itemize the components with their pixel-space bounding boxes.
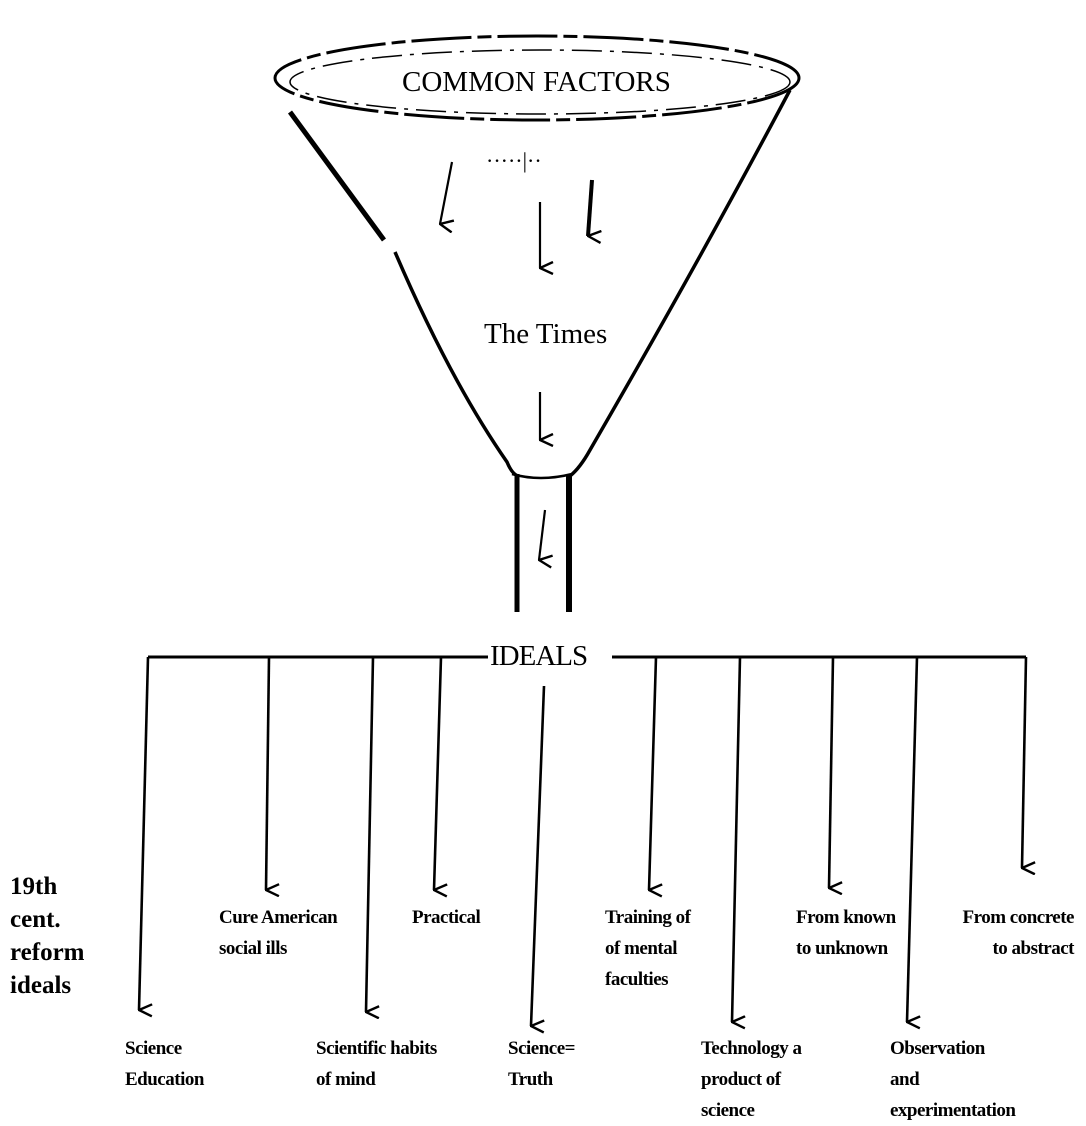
funnel-neck-curve [511, 472, 573, 480]
side-title-line: 19th [10, 873, 58, 900]
ideal-line: Scientific habits [316, 1038, 437, 1059]
common-factors-label: COMMON FACTORS [402, 66, 671, 98]
ideal-line: Science [125, 1038, 182, 1059]
ideal-line: Training of [605, 907, 691, 928]
ideal-line: product of [701, 1069, 781, 1090]
ideal-line: Technology a [701, 1038, 802, 1059]
ideal-science-education: Science Education [125, 1033, 204, 1095]
flow-arrow-5 [539, 509, 545, 560]
ideals-label: IDEALS [490, 640, 588, 672]
side-title-line: ideals [10, 972, 72, 999]
ideal-line: experimentation [890, 1100, 1016, 1121]
ideal-known-to-unknown: From known to unknown [796, 902, 896, 964]
ideal-line: Truth [508, 1069, 553, 1090]
ideal-line: Practical [412, 907, 481, 928]
ideal-science-truth: Science= Truth [508, 1033, 575, 1095]
ideal-line: science [701, 1100, 755, 1121]
arrow-science-education [137, 656, 148, 1010]
flow-arrow-1 [440, 161, 452, 224]
ideal-line: to abstract [992, 938, 1074, 959]
arrow-concrete-abstract [1020, 656, 1026, 868]
ideal-line: Education [125, 1069, 204, 1090]
ideal-line: Science= [508, 1038, 575, 1059]
ideal-line: of mental [605, 938, 678, 959]
arrow-practical [432, 656, 441, 890]
funnel-cone-left-lower [393, 251, 519, 478]
ideal-technology-product: Technology a product of science [701, 1033, 802, 1126]
ideal-line: Cure American [219, 907, 338, 928]
arrow-science-truth [529, 685, 546, 1026]
side-title-line: reform [10, 939, 85, 966]
ideal-scientific-habits: Scientific habits of mind [316, 1033, 437, 1095]
arrow-cure-american [264, 656, 269, 890]
ideal-training-mental-faculties: Training of of mental faculties [605, 902, 691, 995]
ideal-line: Observation [890, 1038, 985, 1059]
branch-arrows [137, 656, 1026, 1026]
ideal-line: of mind [316, 1069, 376, 1090]
funnel-rim [273, 34, 801, 122]
arrow-known-unknown [827, 656, 833, 888]
flow-arrow-3 [586, 179, 592, 236]
ideal-practical: Practical [412, 902, 481, 933]
ideal-line: faculties [605, 969, 669, 990]
ideal-line: and [890, 1069, 920, 1090]
ideal-cure-american-social-ills: Cure American social ills [219, 902, 338, 964]
arrow-observation [905, 656, 917, 1022]
funnel-cone-left [287, 110, 387, 242]
the-times-label: The Times [484, 318, 608, 350]
funnel-dots: ·····|·· [486, 148, 542, 173]
funnel-rim-inner [289, 49, 791, 115]
ideal-line: social ills [219, 938, 287, 959]
side-title-line: cent. [10, 906, 61, 933]
arrow-training [647, 656, 656, 890]
ideal-observation-experimentation: Observation and experimentation [890, 1033, 1016, 1126]
side-title: 19th cent. reform ideals [10, 870, 85, 1002]
ideal-concrete-to-abstract: From concrete to abstract [948, 902, 1075, 964]
ideal-line: From known [796, 907, 896, 928]
arrow-technology [730, 656, 740, 1022]
ideal-line: From concrete [962, 907, 1075, 928]
ideal-line: to unknown [796, 938, 888, 959]
funnel-cone-right [568, 89, 792, 478]
arrow-scientific-habits [364, 656, 373, 1012]
